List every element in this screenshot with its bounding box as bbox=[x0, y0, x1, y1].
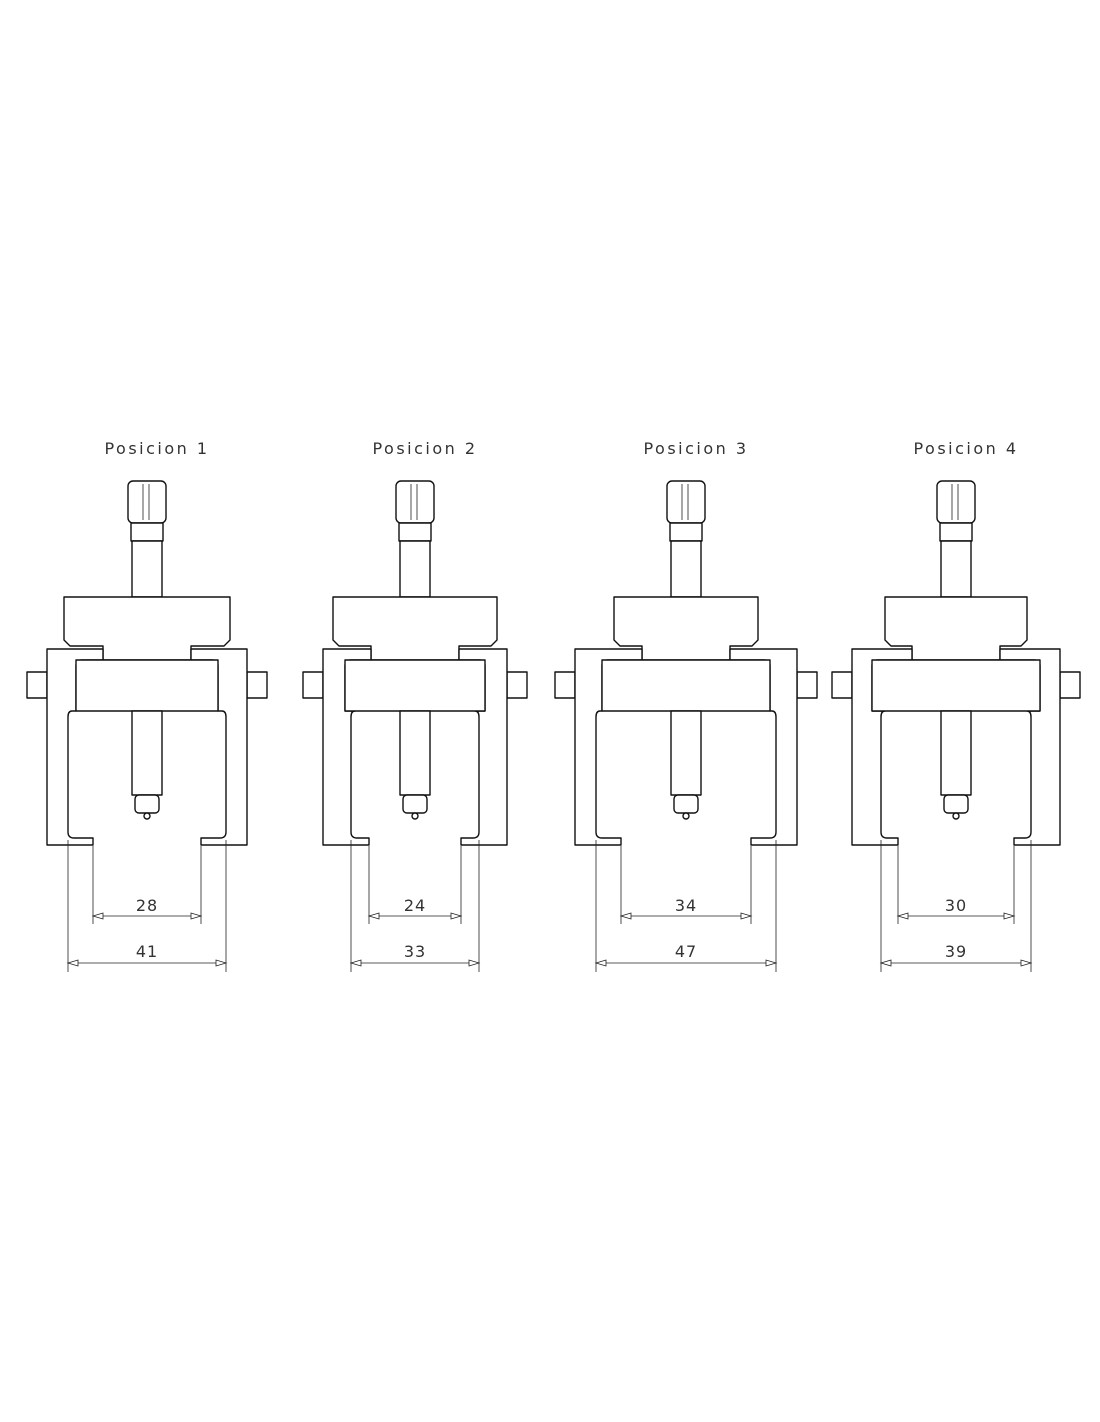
inner-dimension-label: 24 bbox=[404, 896, 426, 915]
puller-position-3: Posicion 3 34 47 bbox=[554, 439, 818, 972]
screw-collar bbox=[398, 522, 432, 542]
dimension-arrow bbox=[594, 959, 607, 967]
dimension-arrow bbox=[619, 912, 632, 920]
screw-tip bbox=[134, 794, 160, 814]
screw-collar bbox=[130, 522, 164, 542]
screw-shaft-upper bbox=[940, 540, 972, 598]
lower-block bbox=[871, 659, 1041, 712]
hex-nut-icon bbox=[127, 480, 167, 524]
hex-nut-icon bbox=[666, 480, 706, 524]
dimension-arrow bbox=[896, 912, 909, 920]
outer-dimension-label: 47 bbox=[675, 942, 697, 961]
dimension-arrow bbox=[91, 912, 104, 920]
screw-collar bbox=[939, 522, 973, 542]
inner-dimension-label: 28 bbox=[136, 896, 158, 915]
lower-block bbox=[344, 659, 486, 712]
dimension-arrow bbox=[367, 912, 380, 920]
puller-position-2: Posicion 2 24 33 bbox=[302, 439, 528, 972]
dimension-arrow bbox=[450, 912, 463, 920]
screw-point bbox=[411, 812, 419, 820]
screw-shaft-upper bbox=[399, 540, 431, 598]
right-pin bbox=[796, 671, 818, 699]
hex-nut-icon bbox=[395, 480, 435, 524]
left-pin bbox=[554, 671, 576, 699]
puller-position-1: Posicion 1 28 41 bbox=[26, 439, 268, 972]
dimension-arrow bbox=[740, 912, 753, 920]
lower-block bbox=[601, 659, 771, 712]
dimension-arrow bbox=[190, 912, 203, 920]
position-title: Posicion 3 bbox=[643, 439, 748, 458]
position-title: Posicion 4 bbox=[913, 439, 1018, 458]
screw-point bbox=[952, 812, 960, 820]
dimension-arrow bbox=[1020, 959, 1033, 967]
outer-dimension-label: 39 bbox=[945, 942, 967, 961]
dimension-arrow bbox=[765, 959, 778, 967]
inner-dimension-label: 34 bbox=[675, 896, 697, 915]
dimension-arrow bbox=[468, 959, 481, 967]
screw-shaft-lower bbox=[399, 710, 431, 796]
dimension-arrow bbox=[879, 959, 892, 967]
left-pin bbox=[831, 671, 853, 699]
screw-shaft-upper bbox=[131, 540, 163, 598]
screw-tip bbox=[673, 794, 699, 814]
left-pin bbox=[302, 671, 324, 699]
screw-shaft-lower bbox=[131, 710, 163, 796]
dimension-arrow bbox=[349, 959, 362, 967]
outer-dimension-label: 41 bbox=[136, 942, 158, 961]
inner-dimension-label: 30 bbox=[945, 896, 967, 915]
dimension-arrow bbox=[1003, 912, 1016, 920]
lower-block bbox=[75, 659, 219, 712]
right-pin bbox=[1059, 671, 1081, 699]
puller-position-4: Posicion 4 30 39 bbox=[831, 439, 1081, 972]
right-pin bbox=[246, 671, 268, 699]
screw-shaft-upper bbox=[670, 540, 702, 598]
screw-shaft-lower bbox=[940, 710, 972, 796]
screw-tip bbox=[402, 794, 428, 814]
left-pin bbox=[26, 671, 48, 699]
screw-shaft-lower bbox=[670, 710, 702, 796]
right-pin bbox=[506, 671, 528, 699]
dimension-arrow bbox=[215, 959, 228, 967]
hex-nut-icon bbox=[936, 480, 976, 524]
screw-tip bbox=[943, 794, 969, 814]
screw-collar bbox=[669, 522, 703, 542]
dimension-arrow bbox=[66, 959, 79, 967]
screw-point bbox=[143, 812, 151, 820]
outer-dimension-label: 33 bbox=[404, 942, 426, 961]
screw-point bbox=[682, 812, 690, 820]
position-title: Posicion 2 bbox=[372, 439, 477, 458]
position-title: Posicion 1 bbox=[104, 439, 209, 458]
